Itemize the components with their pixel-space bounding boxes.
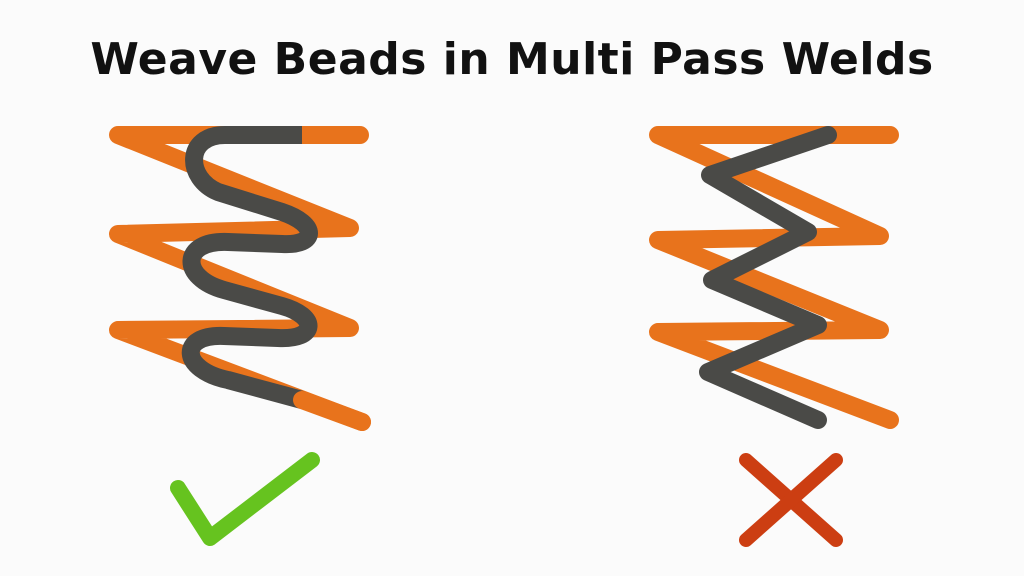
cross-icon: [739, 453, 843, 547]
orange-weave-left: [109, 126, 371, 431]
orange-weave-right: [649, 126, 899, 429]
incorrect-weave-panel: [649, 126, 899, 429]
page-title: Weave Beads in Multi Pass Welds: [90, 34, 934, 85]
orange-weave-left-tail: [293, 391, 371, 431]
check-icon: [170, 452, 320, 546]
gray-serpentine-bead: [181, 126, 318, 409]
correct-weave-panel: [109, 126, 371, 431]
gray-zigzag-bead: [699, 126, 837, 429]
